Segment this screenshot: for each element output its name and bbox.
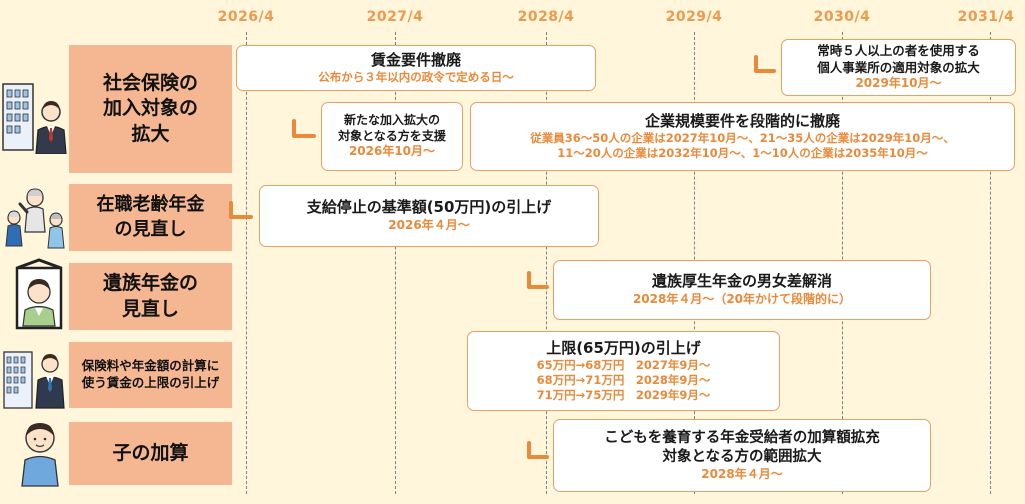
category-working-pension: 在職老齢年金 の見直し (69, 184, 232, 251)
elderly-workers-illustration (5, 188, 65, 249)
connector-stop (229, 201, 253, 219)
year-line-2028 (546, 32, 547, 494)
category-social-insurance: 社会保険の 加入対象の 拡大 (69, 45, 232, 173)
memorial-portrait-illustration (15, 258, 63, 330)
year-label-2027: 2027/4 (366, 9, 424, 25)
office-worker-illustration (2, 83, 67, 154)
year-label-2029: 2029/4 (665, 9, 723, 25)
category-child-addition: 子の加算 (69, 422, 232, 485)
year-line-2027 (395, 32, 396, 494)
category-wage-cap: 保険料や年金額の計算に 使う賃金の上限の引上げ (69, 342, 232, 408)
box-gender-gap: 遺族厚生年金の男女差解消 2028年４月～（20年かけて段階的に） (553, 260, 931, 320)
child-illustration (21, 423, 59, 487)
box-individual-business: 常時５人以上の者を使用する 個人事業所の適用対象の拡大 2029年10月～ (781, 39, 1016, 96)
year-label-2030: 2030/4 (813, 9, 871, 25)
year-label-2026: 2026/4 (217, 9, 275, 25)
box-support-new-members: 新たな加入拡大の 対象となる方を支援 2026年10月～ (321, 102, 463, 171)
year-label-2031: 2031/4 (957, 9, 1015, 25)
office-buildings-illustration (3, 351, 65, 409)
box-wage-cap-increase: 上限(65万円)の引上げ 65万円→68万円 2027年9月～ 68万円→71万… (467, 331, 780, 411)
box-child-addition: こどもを養育する年金受給者の加算額拡充 対象となる方の範囲拡大 2028年４月～ (553, 419, 931, 492)
box-suspension-threshold: 支給停止の基準額(50万円)の引上げ 2026年４月～ (259, 185, 599, 247)
category-survivor-pension: 遺族年金の 見直し (69, 263, 232, 330)
connector-child (527, 441, 549, 459)
box-wage-requirement: 賃金要件撤廃 公布から３年以内の政令で定める日～ (236, 45, 596, 91)
year-label-2028: 2028/4 (517, 9, 575, 25)
year-line-2026 (246, 32, 247, 494)
connector-support (292, 119, 316, 138)
connector-survivor (527, 271, 549, 289)
box-company-size-requirement: 企業規模要件を段階的に撤廃 従業員36～50人の企業は2027年10月～、21～… (470, 102, 1015, 171)
connector-individual (754, 55, 776, 73)
year-line-2031 (990, 32, 991, 494)
